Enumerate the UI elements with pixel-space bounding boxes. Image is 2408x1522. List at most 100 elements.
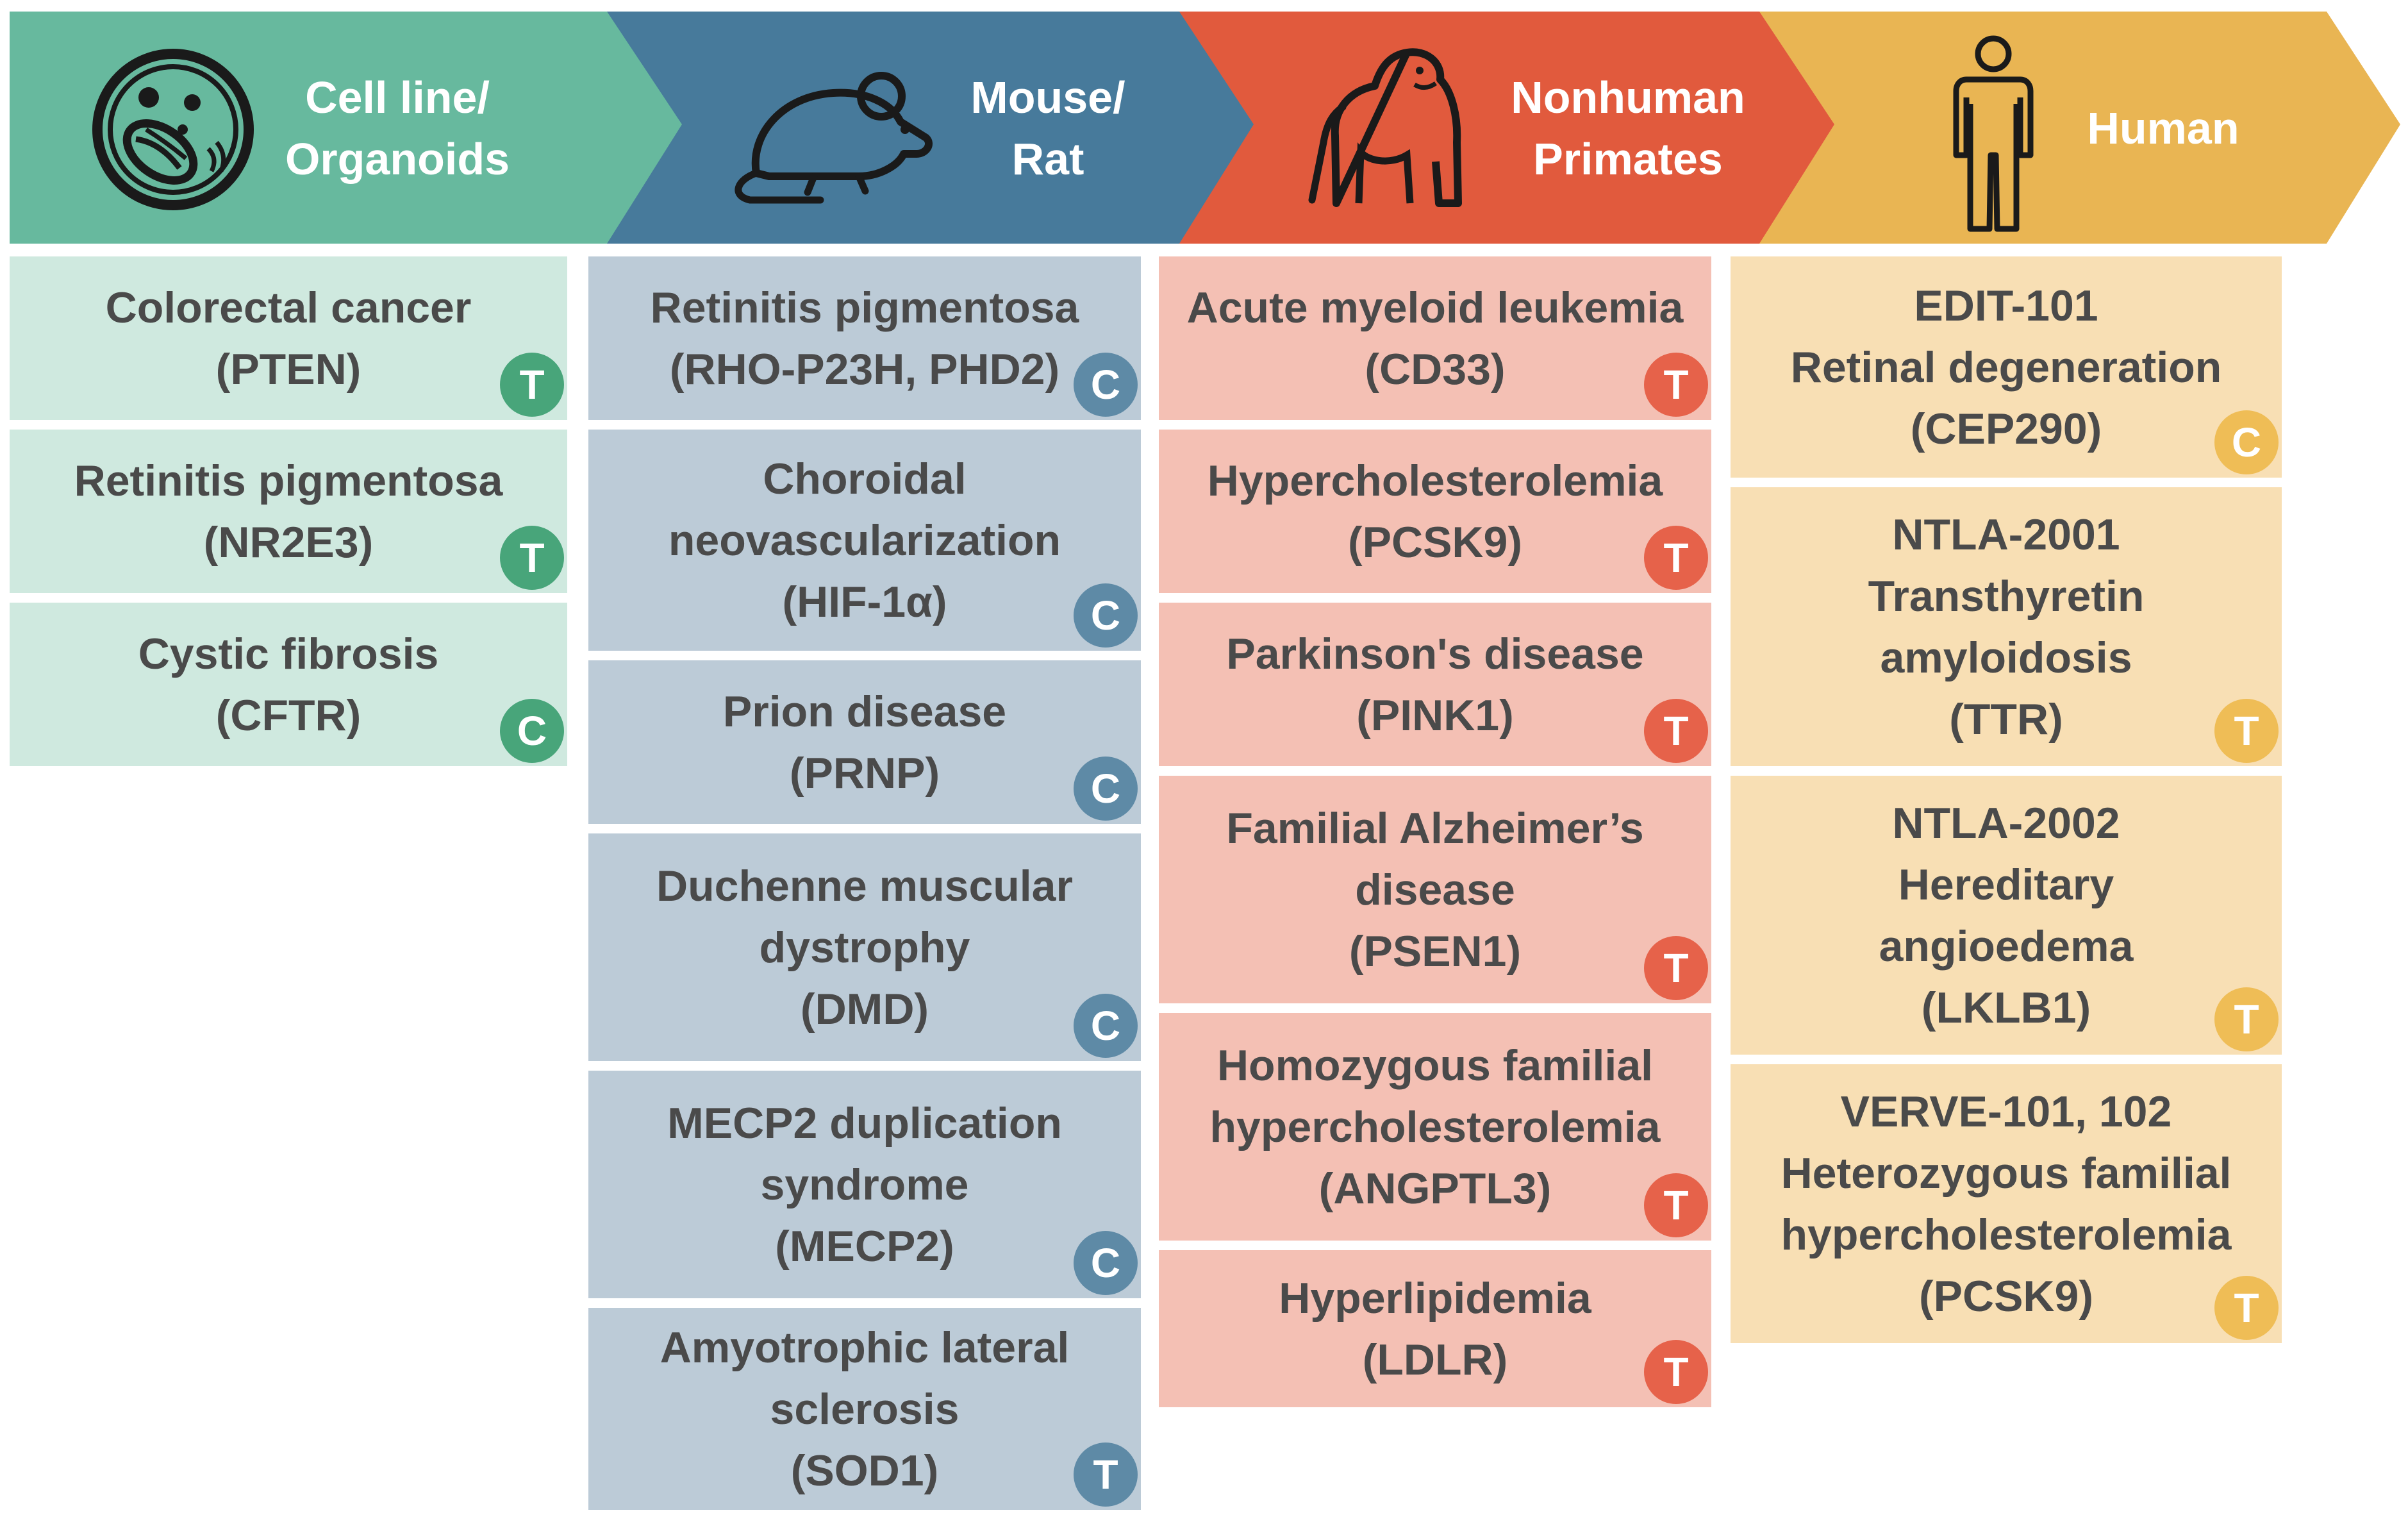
stage-label-mouse: Mouse/ Rat [942, 67, 1154, 190]
disease-card: Hyperlipidemia (LDLR) T [1159, 1250, 1711, 1407]
stage-arrow-mouse [583, 12, 1254, 244]
gorilla-icon [1308, 48, 1462, 207]
disease-card-line: (PSEN1) [1349, 926, 1522, 976]
disease-card-line: (NR2E3) [203, 517, 374, 567]
disease-card-line: Hereditary [1898, 860, 2114, 909]
stage-label-cell: Cell line/ Organoids [269, 67, 526, 190]
method-badge: C [1074, 757, 1138, 821]
disease-card-line: (PCSK9) [1918, 1271, 2094, 1321]
disease-card-line: Acute myeloid leukemia [1186, 283, 1684, 332]
disease-card-line: (ANGPTL3) [1318, 1164, 1552, 1213]
stage-arrow-human [1727, 12, 2400, 244]
disease-card-line: NTLA-2001 [1892, 510, 2120, 559]
disease-card-line: amyloidosis [1880, 633, 2132, 682]
method-badge: C [1074, 583, 1138, 648]
method-badge: T [500, 526, 564, 590]
disease-card: Colorectal cancer (PTEN) T [10, 256, 567, 420]
disease-card-line: MECP2 duplication [667, 1098, 1062, 1148]
method-badge: T [2214, 699, 2279, 763]
disease-card-line: (CD33) [1365, 344, 1506, 394]
method-badge: C [500, 699, 564, 763]
disease-card-line: Choroidal [763, 454, 967, 503]
method-badge: C [1074, 353, 1138, 417]
disease-card: Retinitis pigmentosa (NR2E3) T [10, 430, 567, 593]
disease-card-line: Familial Alzheimer’s [1226, 803, 1644, 853]
stage-header-arrows [10, 12, 2400, 244]
method-badge: T [1644, 1173, 1708, 1237]
disease-card-line: Hyperlipidemia [1279, 1273, 1591, 1323]
stage-arrow-primate [1154, 12, 1834, 244]
disease-card-line: Retinitis pigmentosa [74, 456, 503, 505]
disease-card-line: hypercholesterolemia [1209, 1102, 1661, 1151]
disease-card-line: dystrophy [759, 923, 970, 972]
disease-card-line: sclerosis [770, 1384, 959, 1434]
disease-card-line: hypercholesterolemia [1781, 1210, 2232, 1259]
disease-card: Cystic fibrosis(CFTR)C [10, 603, 567, 766]
disease-card-line: Parkinson's disease [1226, 629, 1644, 678]
stage-label-primate: Nonhuman Primates [1474, 67, 1782, 190]
mouse-icon [735, 72, 933, 204]
disease-card-line: (PCSK9) [1347, 517, 1523, 567]
method-badge: C [1074, 1231, 1138, 1295]
disease-card-line: Prion disease [722, 687, 1007, 736]
stage-label-line: Nonhuman [1511, 72, 1745, 122]
disease-card-line: (DMD) [800, 984, 929, 1033]
disease-card-line: Retinitis pigmentosa [650, 283, 1079, 332]
stage-label-line: Mouse/ [970, 72, 1125, 122]
method-badge: T [1644, 526, 1708, 590]
disease-card-line: (LDLR) [1362, 1335, 1508, 1384]
disease-card-line: VERVE-101, 102 [1840, 1087, 2172, 1136]
method-badge: T [1644, 699, 1708, 763]
stage-label-line: Rat [1011, 134, 1084, 184]
stage-label-line: Primates [1533, 134, 1723, 184]
disease-card-line: Colorectal cancer [105, 283, 472, 332]
disease-card-line: (HIF-1α) [782, 577, 947, 626]
disease-card-line: (PTEN) [215, 344, 361, 394]
stage-label-line: Human [2087, 103, 2239, 153]
disease-card-line: (SOD1) [790, 1446, 939, 1495]
stage-label-human: Human [2051, 97, 2275, 159]
disease-card-line: Transthyretin [1868, 571, 2145, 621]
disease-card-line: angioedema [1879, 921, 2134, 971]
method-badge: C [1074, 994, 1138, 1058]
cell-icon [92, 49, 254, 210]
disease-card-line: Duchenne muscular [656, 861, 1073, 910]
disease-card-line: EDIT-101 [1914, 281, 2098, 330]
disease-card: Prion disease (PRNP) C [588, 660, 1141, 824]
stage-arrow-cell [10, 12, 682, 244]
disease-card-line: Hypercholesterolemia [1207, 456, 1663, 505]
disease-card: Retinitis pigmentosa (RHO-P23H, PHD2) C [588, 256, 1141, 420]
disease-card-line: (PINK1) [1356, 690, 1514, 740]
method-badge: T [2214, 1276, 2279, 1340]
disease-card: MECP2 duplication syndrome (MECP2) C [588, 1071, 1141, 1298]
stage-label-line: Cell line/ [305, 72, 490, 122]
disease-card-line: Homozygous familial [1216, 1041, 1654, 1090]
method-badge: T [1644, 1340, 1708, 1404]
method-badge: T [500, 353, 564, 417]
method-badge: T [2214, 987, 2279, 1051]
disease-card-line: (RHO-P23H, PHD2) [669, 344, 1060, 394]
disease-card-line: (PRNP) [789, 748, 940, 798]
method-badge: C [2214, 410, 2279, 474]
method-badge: T [1644, 936, 1708, 1000]
method-badge: T [1644, 353, 1708, 417]
disease-card-line: Heterozygous familial [1781, 1148, 2232, 1198]
disease-card: Duchenne muscular dystrophy (DMD) C [588, 833, 1141, 1061]
disease-card-line: (MECP2) [775, 1221, 954, 1271]
disease-card: Choroidal neovascularization (HIF-1α) C [588, 430, 1141, 651]
method-badge: T [1074, 1443, 1138, 1507]
disease-card: Hypercholesterolemia (PCSK9) T [1159, 430, 1711, 593]
disease-card-line: disease [1355, 865, 1515, 914]
disease-card-line: neovascularization [668, 515, 1061, 565]
human-icon [1953, 35, 2034, 232]
disease-card: Familial Alzheimer’s disease (PSEN1) T [1159, 776, 1711, 1003]
disease-card: Homozygous familial hypercholesterolemia (… [1159, 1013, 1711, 1241]
disease-card-line: Cystic fibrosis [138, 629, 439, 678]
disease-card: Parkinson's disease (PINK1) T [1159, 603, 1711, 766]
disease-card-line: syndrome [760, 1160, 969, 1209]
